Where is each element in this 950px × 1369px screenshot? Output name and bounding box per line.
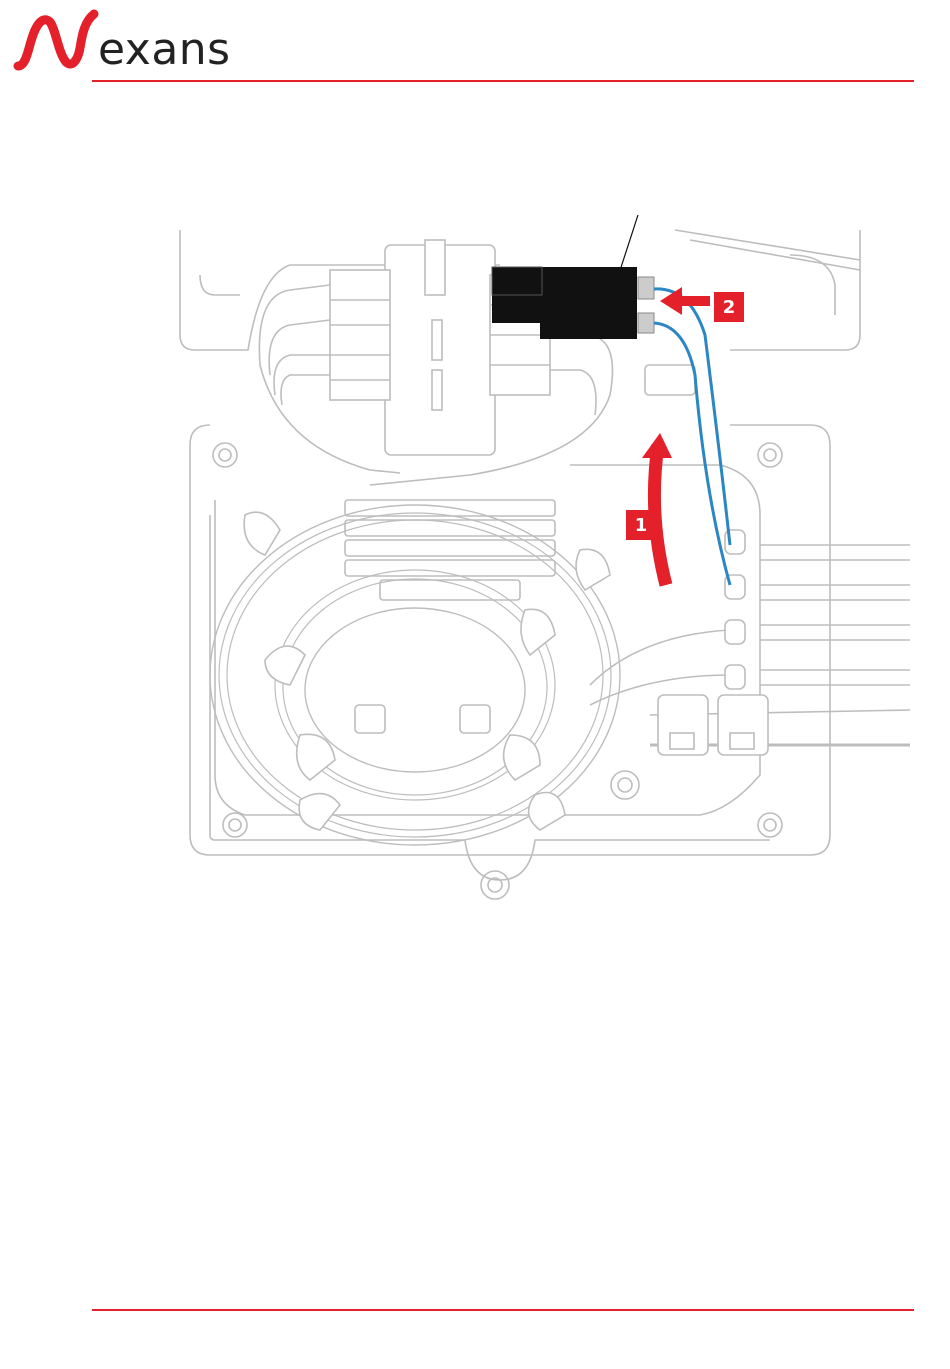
logo-wordmark: exans xyxy=(98,28,231,72)
step-badge-1: 1 xyxy=(626,510,656,540)
footer-rule xyxy=(92,1309,914,1311)
step-badge-2: 2 xyxy=(714,292,744,322)
header-rule xyxy=(92,80,914,82)
red-arrows xyxy=(170,215,930,935)
nexans-logo-mark xyxy=(12,8,102,74)
splice-box-illustration xyxy=(170,215,930,935)
nexans-logo: exans xyxy=(12,8,242,74)
